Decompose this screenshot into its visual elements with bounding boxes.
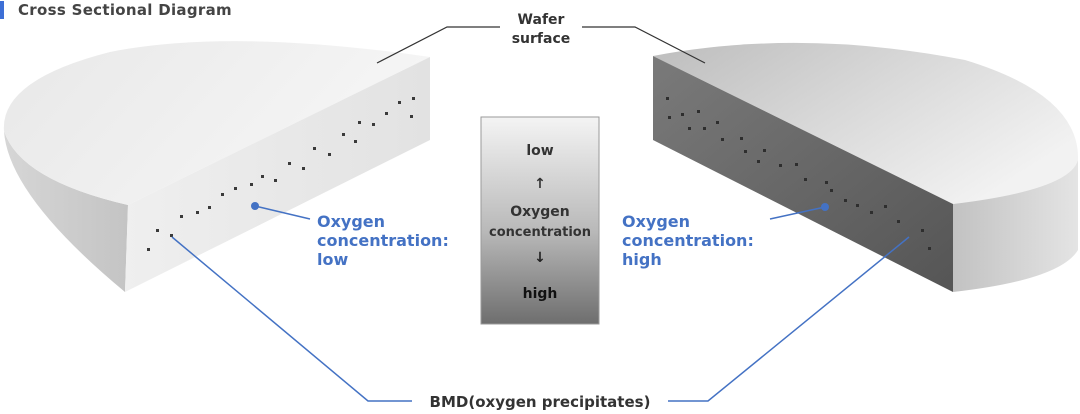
left-bmd-dots: [147, 97, 415, 251]
bmd-dot: [744, 150, 747, 153]
oxygen-concentration-scale: [480, 116, 600, 325]
bmd-dot: [740, 137, 743, 140]
bmd-dot: [302, 167, 305, 170]
left-wafer-edge: [4, 131, 128, 292]
scale-bottom-label: high: [523, 286, 558, 302]
bmd-dot: [180, 215, 183, 218]
right-wafer-cut-face: [653, 56, 953, 292]
bmd-dot: [342, 133, 345, 136]
bmd-dot: [779, 164, 782, 167]
right-wafer-top-surface: [653, 42, 1079, 204]
right-bmd-leader: [668, 236, 910, 402]
left-bmd-leader: [171, 236, 412, 402]
left-surface-leader: [376, 26, 500, 64]
bmd-dot: [398, 101, 401, 104]
left-oxygen-label-line2: concentration:: [317, 231, 449, 250]
bmd-dot: [884, 205, 887, 208]
wafer-surface-label-line2: surface: [512, 31, 571, 47]
bmd-dot: [897, 220, 900, 223]
wafer-surface-leaders: [376, 26, 706, 64]
bmd-dot: [804, 178, 807, 181]
scale-top-label: low: [526, 143, 553, 159]
bmd-dot: [928, 247, 931, 250]
left-wafer-top-surface: [3, 41, 430, 205]
wafer-surface-label-line1: Wafer: [518, 12, 565, 28]
bmd-dot: [274, 179, 277, 182]
bmd-dot: [234, 187, 237, 190]
left-oxygen-label-line1: Oxygen: [317, 212, 385, 231]
bmd-dot: [666, 97, 669, 100]
bmd-dot: [385, 112, 388, 115]
right-oxygen-label-line2: concentration:: [622, 231, 754, 250]
bmd-dot: [412, 97, 415, 100]
bmd-label: BMD(oxygen precipitates): [430, 393, 651, 411]
bmd-leaders: [171, 236, 910, 402]
right-wafer: [653, 42, 1079, 292]
right-oxygen-label-line3: high: [622, 250, 662, 269]
bmd-dot: [721, 138, 724, 141]
bmd-dot: [844, 199, 847, 202]
bmd-dot: [703, 127, 706, 130]
scale-middle-label-line2: concentration: [489, 225, 591, 240]
title-accent-bar: [0, 1, 4, 19]
bmd-dot: [372, 123, 375, 126]
bmd-dot: [156, 229, 159, 232]
bmd-dot: [147, 248, 150, 251]
arrow-down-icon: ↓: [534, 250, 546, 266]
bmd-dot: [328, 153, 331, 156]
bmd-dot: [410, 115, 413, 118]
bmd-dot: [795, 163, 798, 166]
bmd-dot: [688, 127, 691, 130]
right-wafer-edge: [953, 160, 1078, 292]
bmd-dot: [313, 147, 316, 150]
bmd-dot: [668, 116, 671, 119]
bmd-dot: [358, 121, 361, 124]
right-oxygen-label-line1: Oxygen: [622, 212, 690, 231]
diagram-title: Cross Sectional Diagram: [0, 0, 232, 20]
right-label-leader: [769, 206, 826, 220]
bmd-dot: [830, 189, 833, 192]
bmd-dot: [763, 149, 766, 152]
arrow-up-icon: ↑: [534, 176, 546, 192]
bmd-dot: [870, 211, 873, 214]
bmd-dot: [261, 175, 264, 178]
bmd-dot: [856, 204, 859, 207]
right-bmd-dots: [666, 97, 931, 250]
right-surface-leader: [582, 26, 706, 64]
bmd-dot: [354, 140, 357, 143]
left-wafer-cut-face: [125, 57, 430, 292]
bmd-dot: [221, 193, 224, 196]
bmd-dot: [697, 110, 700, 113]
left-label-leader: [254, 205, 311, 220]
bmd-dot: [825, 181, 828, 184]
bmd-dot: [170, 234, 173, 237]
bmd-dot: [716, 121, 719, 124]
title-text: Cross Sectional Diagram: [18, 1, 232, 19]
left-wafer: [3, 41, 430, 292]
left-oxygen-label-line3: low: [317, 250, 348, 269]
bmd-dot: [921, 229, 924, 232]
bmd-dot: [757, 160, 760, 163]
bmd-dot: [681, 113, 684, 116]
scale-middle-label-line1: Oxygen: [510, 204, 570, 220]
bmd-dot: [250, 183, 253, 186]
bmd-dot: [288, 162, 291, 165]
bmd-dot: [196, 211, 199, 214]
bmd-dot: [208, 206, 211, 209]
